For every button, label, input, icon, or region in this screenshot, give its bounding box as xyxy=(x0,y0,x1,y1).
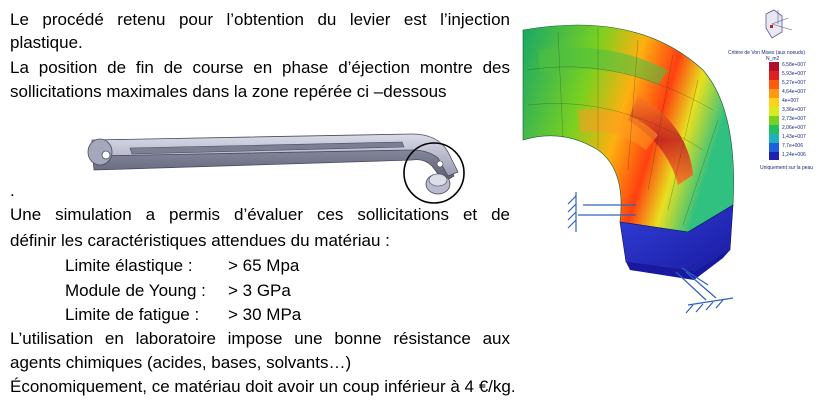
tail-line-2: agents chimiques (acides, bases, solvant… xyxy=(10,353,352,372)
tail-line-3: Économiquement, ce matériau doit avoir u… xyxy=(10,377,516,396)
line-4: sollicitations maximales dans la zone re… xyxy=(10,82,447,101)
legend-value: 7,7e+006 xyxy=(782,143,803,149)
legend-value: 5,27e+007 xyxy=(782,80,806,86)
spec-label-young: Module de Young : xyxy=(65,281,206,300)
line-6: Une simulation a permis d’évaluer ces so… xyxy=(10,205,510,224)
lever-illustration xyxy=(87,133,465,204)
legend-title: Critère de Von Mises (aux noeuds) xyxy=(728,50,805,56)
spec-label-fatigue: Limite de fatigue : xyxy=(65,305,200,324)
line-2: plastique. xyxy=(10,33,83,52)
legend-value: 5,93e+007 xyxy=(782,71,806,77)
legend-value: 4e+007 xyxy=(782,98,799,104)
line-3: La position de fin de course en phase d’… xyxy=(10,58,510,77)
legend-value: 2,73e+007 xyxy=(782,116,806,122)
spec-value-young: > 3 GPa xyxy=(228,281,291,300)
legend-footer: Uniquement sur la peau xyxy=(760,165,814,171)
axis-triad-icon xyxy=(765,9,793,39)
legend-unit: N_m2 xyxy=(766,56,780,62)
line-7: définir les caractéristiques attendues d… xyxy=(10,231,390,250)
tail-line-1: L’utilisation en laboratoire impose une … xyxy=(10,329,510,348)
color-scale-bar xyxy=(769,62,779,160)
legend-value: 2,06e+007 xyxy=(782,125,806,131)
spec-value-fatigue: > 30 MPa xyxy=(228,305,302,324)
legend-value: 4,64e+007 xyxy=(782,89,806,95)
spec-value-elastic: > 65 Mpa xyxy=(228,256,300,275)
spec-label-elastic: Limite élastique : xyxy=(65,256,193,275)
line-5: . xyxy=(10,181,15,200)
legend-value: 3,36e+007 xyxy=(782,107,806,113)
legend-value: 6,58e+007 xyxy=(782,62,806,68)
legend-value: 1,24e+006 xyxy=(782,152,806,158)
legend-value: 1,43e+007 xyxy=(782,134,806,140)
fem-stress-plot xyxy=(522,24,734,314)
line-1: Le procédé retenu pour l’obtention du le… xyxy=(10,10,510,29)
